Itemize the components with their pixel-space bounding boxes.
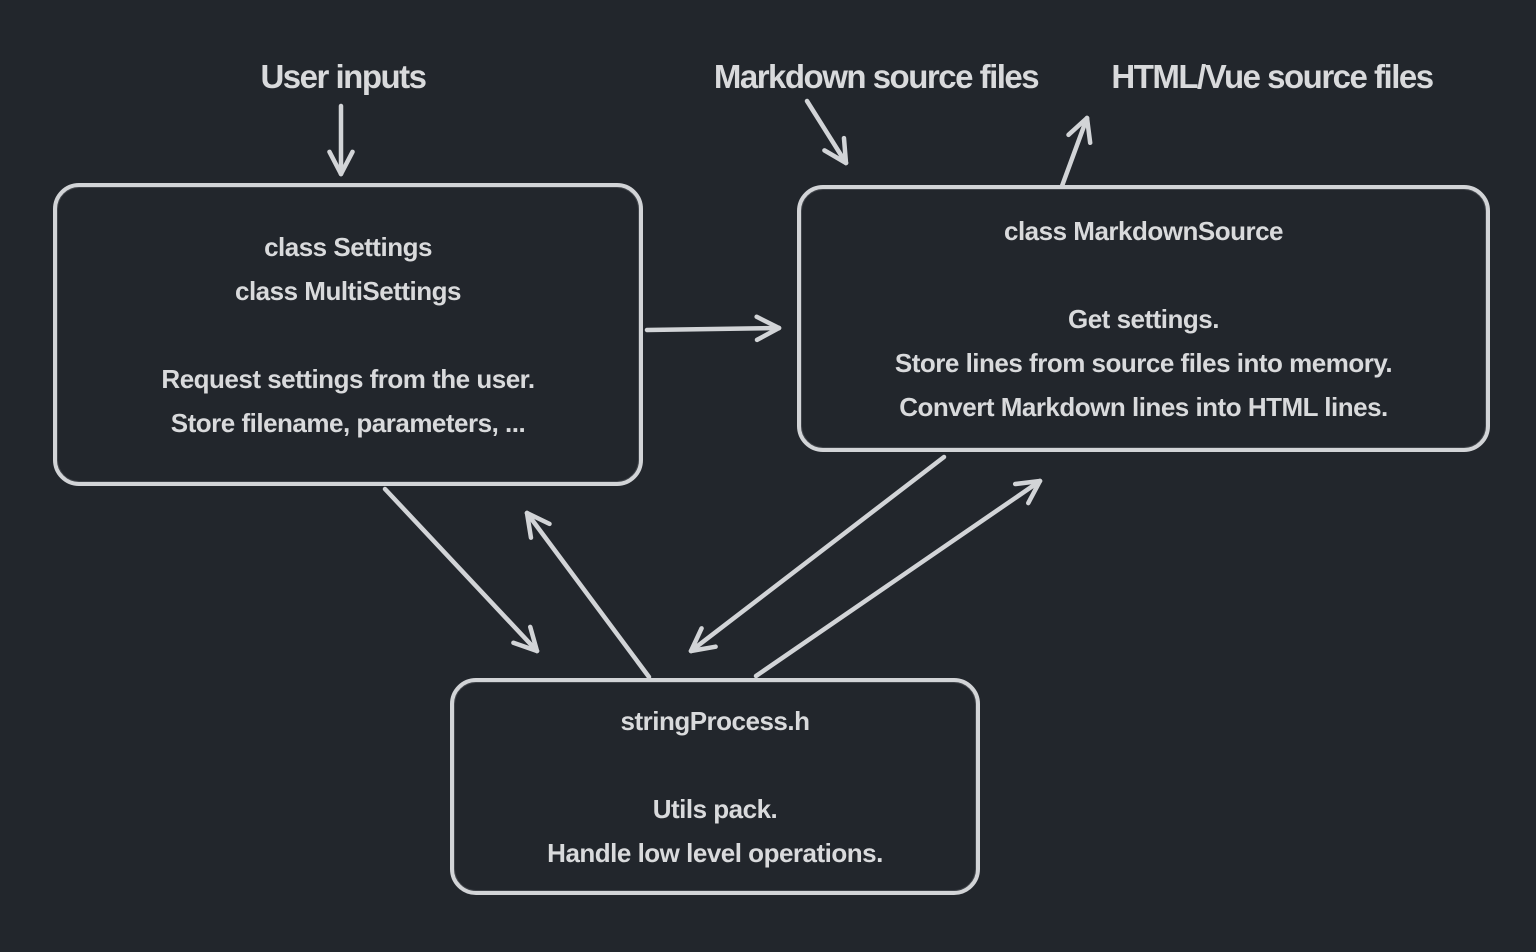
node-text-line: class Settings (264, 231, 432, 262)
node-stringprocess-box: stringProcess.h Utils pack. Handle low l… (450, 678, 980, 895)
arrow-markdown-files-to-markdownsource (804, 98, 849, 166)
label-user-inputs: User inputs (260, 58, 427, 95)
arrow-markdownsource-to-htmlvue-files (1059, 115, 1093, 189)
node-text-line: Store lines from source files into memor… (894, 347, 1393, 378)
arrow-stringprocess-to-markdownsource (753, 478, 1043, 679)
node-text-line: class MarkdownSource (1004, 215, 1284, 246)
node-text-line: Get settings. (1068, 303, 1219, 334)
arrow-markdownsource-to-stringprocess (688, 454, 947, 654)
node-text-line: Handle low level operations. (547, 837, 883, 868)
label-markdown-source-files: Markdown source files (713, 58, 1040, 95)
node-markdownsource-class-box: class MarkdownSource Get settings. Store… (797, 185, 1490, 452)
node-text-line: Utils pack. (652, 793, 778, 824)
node-text-line: Request settings from the user. (161, 363, 535, 394)
node-text-line: class MultiSettings (235, 275, 462, 306)
node-text-line: Store filename, parameters, ... (170, 407, 526, 438)
arrow-stringprocess-to-settings (524, 510, 652, 680)
node-settings-class-box: class Settings class MultiSettings Reque… (53, 183, 643, 486)
arrow-user-inputs-to-settings (327, 103, 355, 177)
node-text-line: stringProcess.h (620, 705, 810, 736)
arrow-settings-to-stringprocess (382, 486, 540, 654)
arrow-settings-to-markdownsource (644, 314, 782, 343)
label-html-vue-source-files: HTML/Vue source files (1111, 58, 1434, 95)
node-text-line: Convert Markdown lines into HTML lines. (899, 391, 1388, 422)
